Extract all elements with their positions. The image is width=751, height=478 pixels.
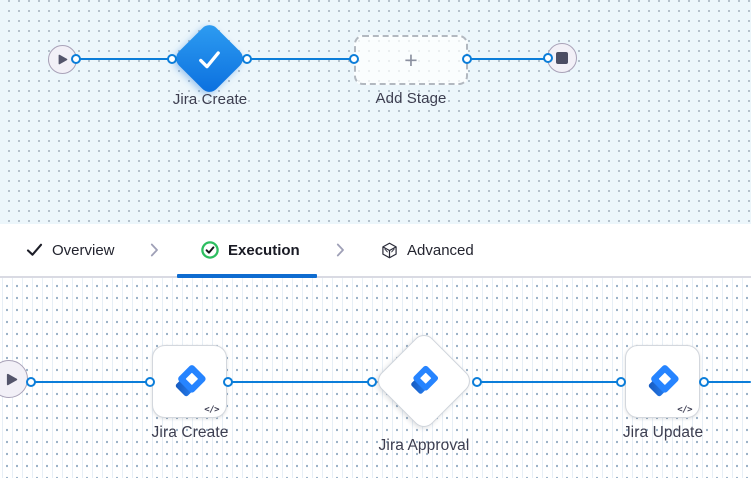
chevron-right-icon <box>150 243 158 257</box>
chevron-right-icon <box>336 243 344 257</box>
connector-line <box>228 380 373 384</box>
stage-node-jira-create[interactable] <box>172 21 247 96</box>
connector-line <box>62 57 173 61</box>
connector-line <box>477 380 622 384</box>
tab-execution-label: Execution <box>228 241 300 259</box>
connector-point[interactable] <box>145 377 155 387</box>
stop-icon <box>556 52 568 64</box>
check-circle-icon <box>201 241 219 259</box>
connector-line <box>466 57 562 61</box>
step-node-jira-update[interactable]: </> <box>625 345 700 418</box>
play-icon <box>6 373 17 385</box>
active-tab-underline <box>177 274 317 278</box>
tab-advanced-label: Advanced <box>407 241 474 259</box>
connector-point[interactable] <box>349 54 359 64</box>
step-node-jira-approval[interactable] <box>373 330 475 432</box>
connector-point[interactable] <box>242 54 252 64</box>
connector-point[interactable] <box>26 377 36 387</box>
connector-point[interactable] <box>699 377 709 387</box>
jira-icon <box>175 364 206 396</box>
step-node-jira-create[interactable]: </> <box>152 345 227 418</box>
jira-icon <box>648 364 679 396</box>
check-icon <box>199 50 220 68</box>
execution-canvas[interactable]: </> Jira Create Jira Approval </> Jira <box>0 276 751 478</box>
connector-line <box>10 380 151 384</box>
setup-tabs: Overview Execution Advanced <box>0 224 751 278</box>
connector-point[interactable] <box>71 54 81 64</box>
cube-icon <box>382 242 397 258</box>
jira-icon <box>411 365 439 394</box>
tab-overview[interactable]: Overview <box>26 224 115 276</box>
pipeline-start-node[interactable] <box>0 360 28 398</box>
step-label: Jira Approval <box>378 437 470 454</box>
add-stage-button[interactable]: + <box>354 35 468 85</box>
tab-overview-label: Overview <box>52 241 115 259</box>
plus-icon: + <box>404 46 418 73</box>
play-icon <box>58 54 67 64</box>
connector-point[interactable] <box>472 377 482 387</box>
stages-canvas[interactable]: Jira Create + Add Stage <box>0 0 751 224</box>
add-stage-label: Add Stage <box>375 90 447 107</box>
connector-point[interactable] <box>367 377 377 387</box>
tab-execution[interactable]: Execution <box>201 224 300 276</box>
step-label: Jira Update <box>622 424 704 441</box>
connector-line <box>248 57 356 61</box>
connector-line <box>704 380 751 384</box>
connector-point[interactable] <box>462 54 472 64</box>
connector-point[interactable] <box>616 377 626 387</box>
check-icon <box>26 243 43 256</box>
tab-advanced[interactable]: Advanced <box>381 224 474 276</box>
connector-point[interactable] <box>167 54 177 64</box>
stage-label: Jira Create <box>172 91 248 108</box>
code-badge: </> <box>204 405 219 415</box>
step-label: Jira Create <box>151 424 229 441</box>
connector-point[interactable] <box>223 377 233 387</box>
code-badge: </> <box>677 405 692 415</box>
connector-point[interactable] <box>543 53 553 63</box>
